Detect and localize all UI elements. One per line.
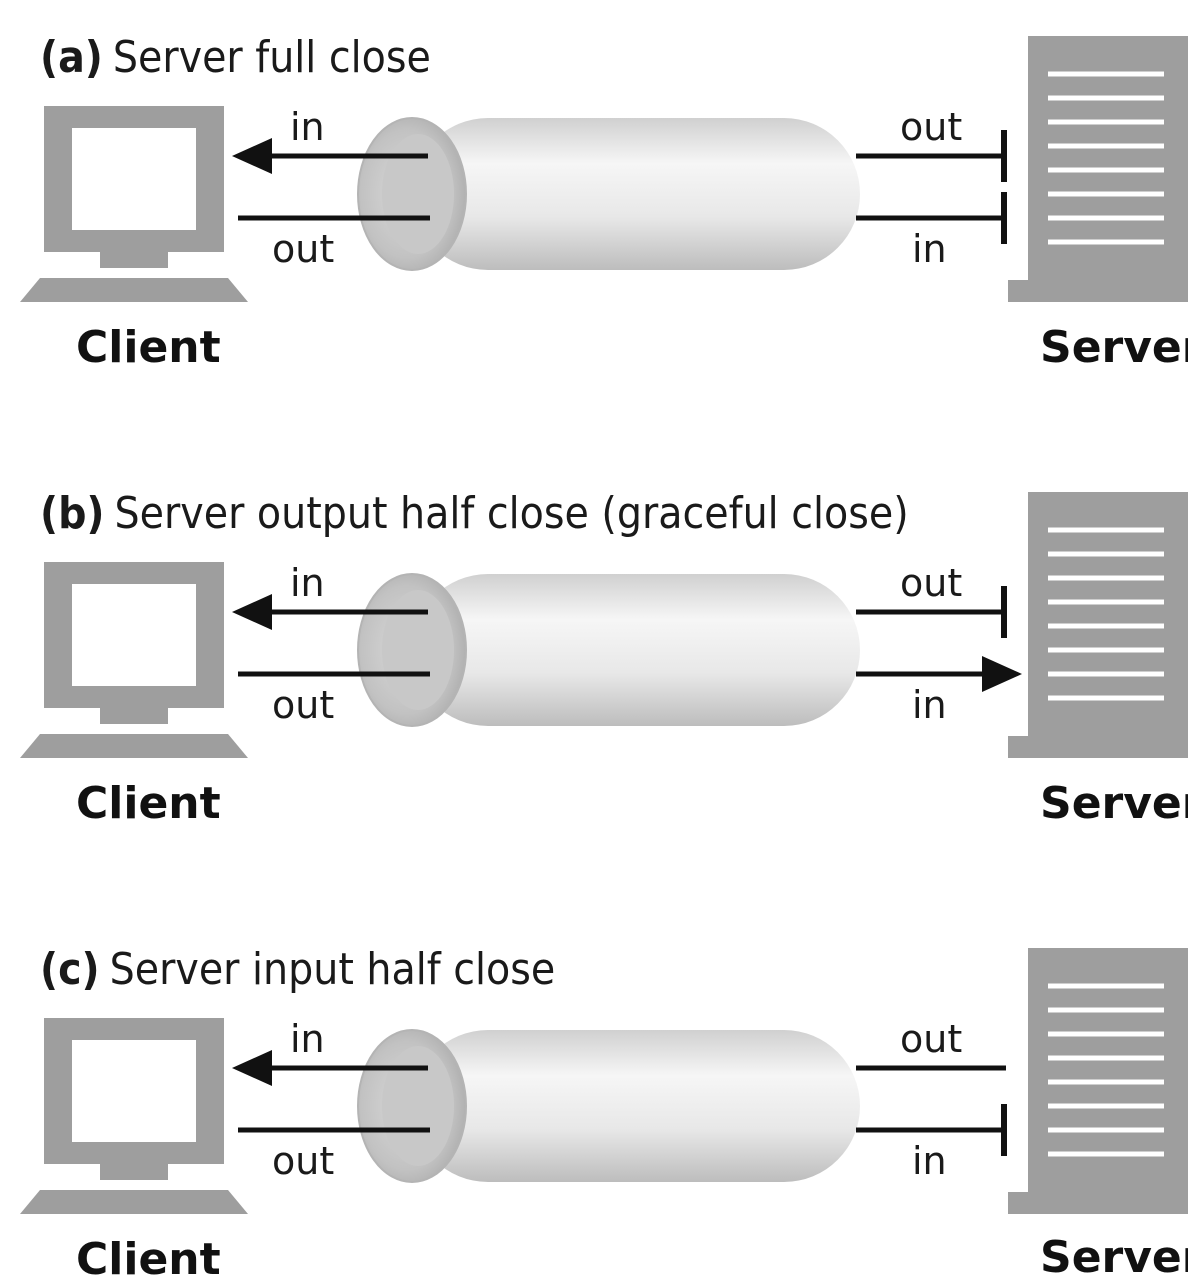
client-in-label: in <box>290 561 325 605</box>
client-label: Client <box>76 1234 221 1277</box>
panel-b: (b)Server output half close (graceful cl… <box>20 488 1188 829</box>
client-out-label: out <box>272 683 334 727</box>
panel-title: (b)Server output half close (graceful cl… <box>40 488 909 539</box>
server-label: Server <box>1040 778 1188 829</box>
client-in-arrowhead <box>232 594 272 630</box>
client-in-arrowhead <box>232 1050 272 1086</box>
connection-pipe <box>357 117 860 271</box>
client-computer-icon <box>20 106 248 302</box>
server-tower-icon <box>1008 492 1188 758</box>
client-in-label: in <box>290 1017 325 1061</box>
client-label: Client <box>76 778 221 829</box>
panel-title: (a)Server full close <box>40 32 431 83</box>
client-computer-icon <box>20 1018 248 1214</box>
server-in-arrowhead <box>982 656 1022 692</box>
server-in-label: in <box>912 1139 947 1183</box>
panel-c: (c)Server input half close Client in out… <box>20 944 1188 1277</box>
panel-title: (c)Server input half close <box>40 944 555 995</box>
server-label: Server <box>1040 322 1188 373</box>
client-out-label: out <box>272 1139 334 1183</box>
client-in-arrowhead <box>232 138 272 174</box>
panel-a: (a)Server full close Client in out out i… <box>20 32 1188 373</box>
connection-pipe <box>357 1029 860 1183</box>
server-out-label: out <box>900 1017 962 1061</box>
server-out-label: out <box>900 561 962 605</box>
client-in-label: in <box>290 105 325 149</box>
server-in-label: in <box>912 683 947 727</box>
server-out-label: out <box>900 105 962 149</box>
server-label: Server <box>1040 1232 1188 1277</box>
connection-pipe <box>357 573 860 727</box>
client-label: Client <box>76 322 221 373</box>
client-computer-icon <box>20 562 248 758</box>
server-in-label: in <box>912 227 947 271</box>
server-tower-icon <box>1008 948 1188 1214</box>
server-tower-icon <box>1008 36 1188 302</box>
client-out-label: out <box>272 227 334 271</box>
